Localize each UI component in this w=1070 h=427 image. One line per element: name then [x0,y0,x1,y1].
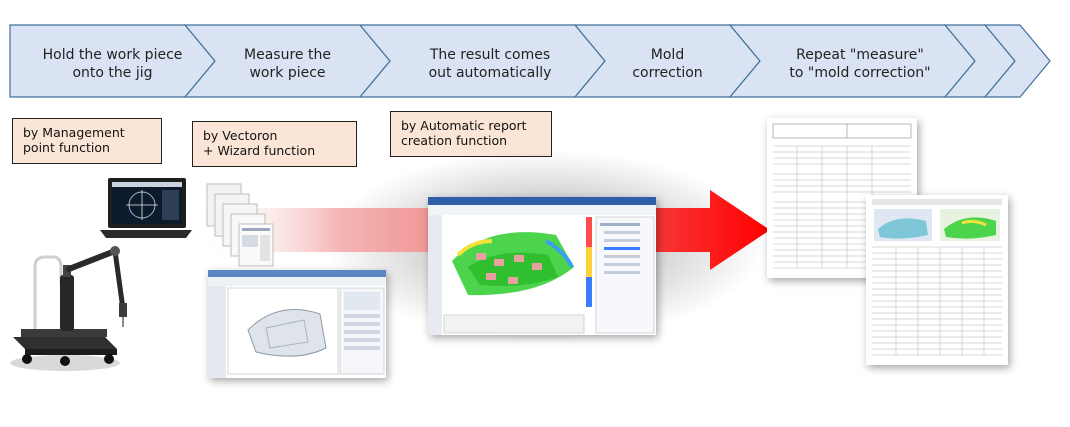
portable-measuring-arm-icon [10,246,127,371]
step-label-4: Mold correction [632,47,703,81]
note-vectoron-wizard: by Vectoron + Wizard function [192,121,357,167]
process-flow [9,24,1051,98]
step-label-3: The result comes out automatically [428,47,552,81]
chevron-repeat-2 [983,24,1051,98]
color-map-analysis-screenshot [428,197,656,335]
wizard-pages-icon [206,183,274,267]
cad-software-screenshot [208,270,386,378]
inspection-report-page-2 [866,195,1008,365]
step-label-1: Hold the work piece onto the jig [42,47,183,81]
step-label-5: Repeat "measure" to "mold correction" [789,47,931,81]
laptop-icon [100,178,192,238]
step-label-2: Measure the work piece [244,47,331,81]
note-management-point: by Management point function [12,118,162,164]
